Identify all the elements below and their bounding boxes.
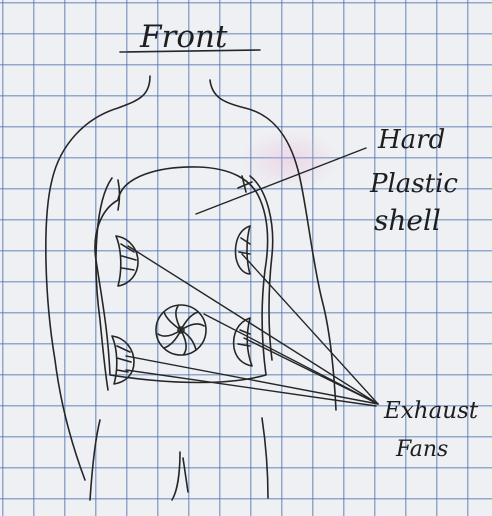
- shell-label-line1: Hard: [377, 125, 445, 155]
- torso-left-outline: [46, 76, 150, 480]
- lower-right-line: [262, 418, 268, 498]
- fan-right-upper: [236, 226, 250, 274]
- fans-label-line2: Fans: [395, 437, 448, 462]
- fan-left-upper: [116, 236, 138, 286]
- lower-left-line: [90, 420, 100, 500]
- shell-leader-line: [196, 148, 366, 214]
- title-text: Front: [139, 19, 228, 55]
- fans-label-line1: Exhaust: [383, 398, 479, 424]
- center-seam: [172, 452, 188, 500]
- fan-right-lower: [234, 318, 252, 366]
- shell-label-line2: Plastic: [369, 169, 458, 199]
- shell-label-line3: shell: [374, 204, 441, 237]
- center-fan: [156, 305, 206, 355]
